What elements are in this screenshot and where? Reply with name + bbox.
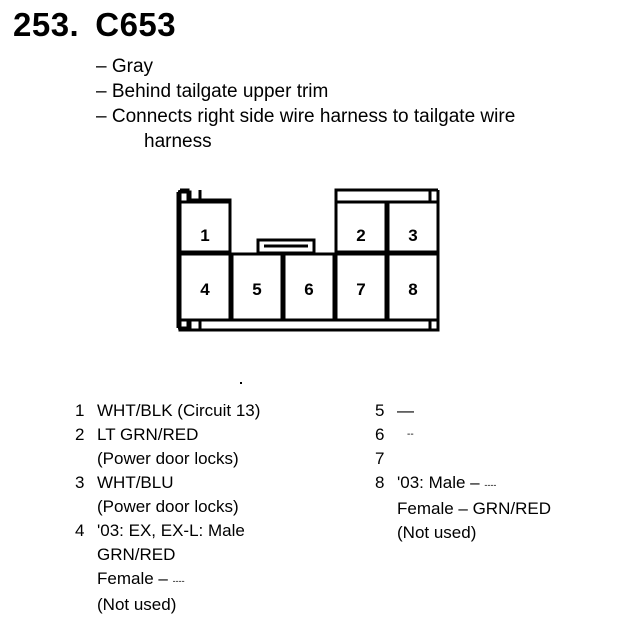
pinout-4: 4 '03: EX, EX-L: Male GRN/RED Female – -… (75, 519, 355, 617)
pinout-desc-main: '03: Male – (397, 473, 480, 492)
pinout-list-left: 1 WHT/BLK (Circuit 13) 2 LT GRN/RED (Pow… (75, 399, 355, 617)
pin-6-label: 6 (304, 280, 314, 299)
connector-face-diagram: 1 2 3 4 5 6 7 8 (160, 180, 460, 340)
pinout-number: 5 (375, 401, 385, 420)
pinout-7: 7 (375, 447, 615, 471)
pinout-8: 8 '03: Male – ---- Female – GRN/RED (Not… (375, 471, 615, 545)
pinout-3: 3 WHT/BLU (Power door locks) (75, 471, 355, 519)
pinout-list-right: 5 — 6 -- 7 8 '03: Male – ---- Female – G… (375, 399, 615, 545)
pinout-number: 7 (375, 449, 385, 468)
note-location: – Behind tailgate upper trim (96, 81, 329, 102)
note-color: – Gray (96, 56, 154, 77)
pinout-5: 5 — (375, 399, 615, 423)
pinout-description: — (397, 401, 414, 420)
pinout-1: 1 WHT/BLK (Circuit 13) (75, 399, 355, 423)
pinout-description: '03: Male – ---- Female – GRN/RED (Not u… (397, 471, 551, 545)
note-connects: – Connects right side wire harness to ta… (96, 104, 515, 154)
pinout-description: -- (407, 429, 414, 440)
pinout-number: 1 (75, 401, 85, 420)
pin-5-label: 5 (252, 280, 262, 299)
pinout-desc-trail: ---- (484, 480, 497, 490)
note-connects-cont: harness (144, 131, 212, 152)
pinout-desc-main: '03: EX, EX-L: Male GRN/RED Female – (97, 521, 245, 588)
pinout-number: 6 (375, 425, 385, 444)
pinout-number: 2 (75, 425, 85, 444)
pin-2-label: 2 (356, 226, 366, 245)
pin-4-label: 4 (200, 280, 210, 299)
pin-1-label: 1 (200, 226, 210, 245)
pinout-number: 3 (75, 473, 85, 492)
pin-3-label: 3 (408, 226, 418, 245)
pinout-desc-trail: ---- (172, 576, 185, 586)
pinout-description: '03: EX, EX-L: Male GRN/RED Female – ---… (97, 519, 245, 617)
pinout-2: 2 LT GRN/RED (Power door locks) (75, 423, 355, 471)
pin-8-label: 8 (408, 280, 418, 299)
pinout-desc-tail: Female – GRN/RED (Not used) (397, 499, 551, 542)
pin-7-label: 7 (356, 280, 366, 299)
pinout-number: 8 (375, 473, 385, 492)
connector-outline (176, 188, 440, 332)
connector-title: 253. C653 (13, 6, 176, 44)
pinout-description: WHT/BLU (Power door locks) (97, 473, 239, 516)
pinout-description: LT GRN/RED (Power door locks) (97, 425, 239, 468)
note-connects-text: – Connects right side wire harness to ta… (96, 106, 516, 127)
connector-code: C653 (95, 6, 177, 43)
pinout-number: 4 (75, 521, 85, 540)
connector-number: 253. (13, 6, 80, 43)
pinout-6: 6 -- (375, 423, 615, 447)
stray-dot (240, 382, 242, 384)
pinout-desc-tail: (Not used) (97, 595, 177, 614)
connector-notes: – Gray – Behind tailgate upper trim – Co… (96, 54, 515, 154)
pinout-description: WHT/BLK (Circuit 13) (97, 401, 261, 420)
